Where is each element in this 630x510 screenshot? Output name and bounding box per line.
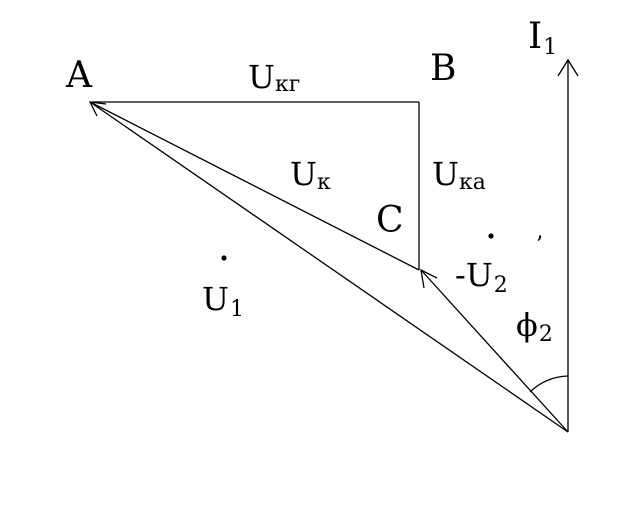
uk-label: Uк: [290, 155, 331, 195]
u1-label: U1: [202, 280, 244, 322]
phi2-arc: [529, 375, 569, 393]
u1-vector: [89, 101, 569, 433]
uka-label-sub: ка: [459, 170, 486, 195]
minus-u2-arrowhead: [420, 268, 438, 289]
uka-label: Uка: [432, 155, 486, 195]
i1-arrowhead: [557, 58, 579, 77]
point-b-label: B: [430, 48, 456, 89]
uk-label-sub: к: [317, 170, 331, 195]
phi2-label-main: ϕ: [516, 306, 538, 344]
a-arrowhead: [88, 101, 107, 117]
u2-dot: [488, 233, 494, 239]
uk-label-main: U: [290, 155, 317, 193]
phi2-label-sub: 2: [539, 322, 553, 347]
u1-dot: [221, 255, 227, 261]
point-c-label: C: [376, 200, 404, 241]
minus-u2-label-main: -U: [455, 256, 493, 294]
ukg-label-main: U: [248, 58, 275, 96]
uka-label-main: U: [432, 155, 459, 193]
u1-label-sub: 1: [230, 297, 244, 322]
u1-label-main: U: [202, 280, 229, 318]
point-a-label: A: [65, 55, 93, 96]
minus-u2-vector: [420, 269, 569, 433]
uk-vector: [89, 101, 420, 271]
minus-u2-label-sub: 2: [494, 273, 508, 298]
ukg-label-sub: кг: [275, 72, 300, 97]
i1-label-sub: 1: [543, 35, 557, 60]
i1-label: I1: [528, 16, 557, 60]
ukg-label: Uкг: [248, 58, 300, 97]
phi2-label: ϕ2: [516, 306, 553, 347]
u2-prime-mark: ’: [536, 233, 543, 258]
minus-u2-label: -U2: [455, 256, 508, 298]
i1-label-main: I: [528, 16, 542, 57]
